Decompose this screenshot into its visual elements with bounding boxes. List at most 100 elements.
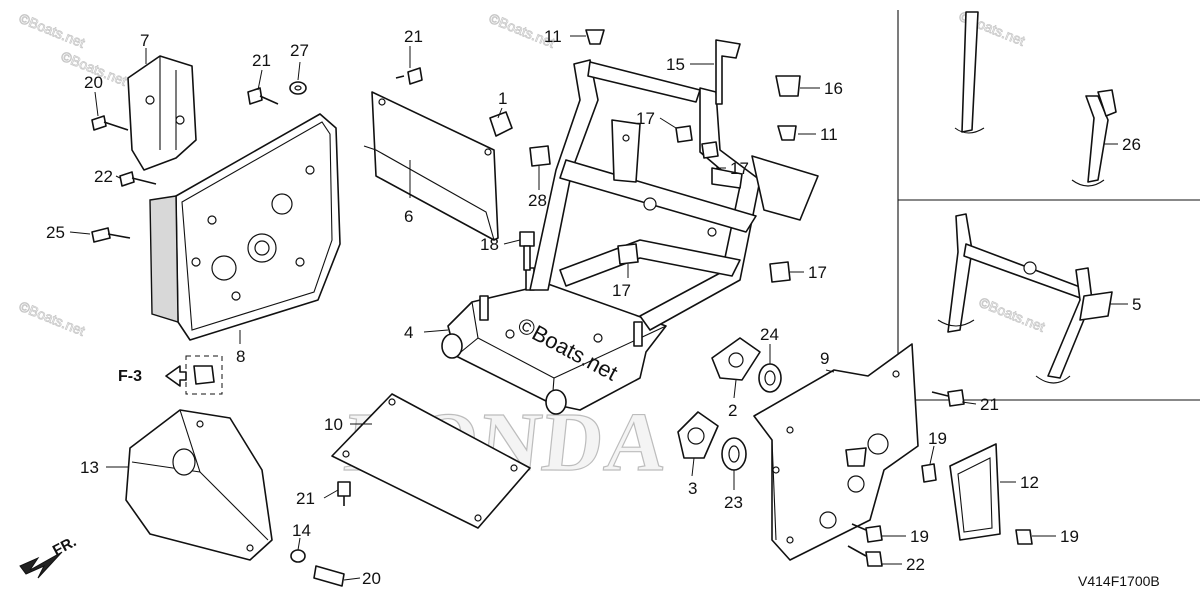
frame-center-plate — [611, 119, 641, 183]
inset-frame-left-tube — [947, 213, 973, 333]
part-4-base-frame — [441, 267, 667, 415]
bolt-19 — [851, 523, 883, 543]
callout-18: 18 — [480, 235, 499, 254]
bolt-19 — [1015, 529, 1033, 545]
nut-18 — [519, 231, 535, 247]
clip-1 — [489, 111, 513, 137]
callout-10: 10 — [324, 415, 343, 434]
callout-11: 11 — [544, 27, 562, 46]
callout-17: 17 — [808, 263, 827, 282]
bolt-21 — [247, 87, 279, 105]
fitting-25 — [91, 227, 131, 243]
bolt-21-lower — [337, 481, 351, 506]
callout-27: 27 — [290, 41, 309, 60]
bolt-21-right — [931, 389, 965, 407]
callout-19: 19 — [928, 429, 947, 448]
callout-15: 15 — [666, 55, 685, 74]
callout-24: 24 — [760, 325, 779, 344]
part-clip-f3 — [185, 355, 223, 395]
part-6-bracket-plate — [363, 91, 499, 241]
callout-19: 19 — [1060, 527, 1079, 546]
callout-14: 14 — [292, 521, 311, 540]
watermark: ©Boats.net — [17, 10, 88, 51]
callout-9: 9 — [820, 349, 829, 368]
callout-23: 23 — [724, 493, 743, 512]
callout-19: 19 — [910, 527, 929, 546]
leader-lines — [69, 35, 1128, 581]
callout-6: 6 — [404, 207, 413, 226]
cable-tie-15 — [715, 39, 741, 105]
plug-11 — [585, 29, 605, 45]
callout-17: 17 — [636, 109, 655, 128]
bolt-20 — [91, 115, 129, 131]
inset-frame — [897, 10, 1200, 401]
frame-side-bracket — [751, 155, 819, 221]
inset-frame-right-tube — [1047, 267, 1093, 379]
callout-20: 20 — [84, 73, 103, 92]
plug-11 — [777, 125, 797, 141]
tube-stub-left — [961, 11, 979, 133]
bolt-21-top — [395, 67, 423, 85]
bolt-22-right — [847, 545, 883, 567]
callout-21: 21 — [252, 51, 271, 70]
callout-1: 1 — [498, 89, 507, 108]
washer-14 — [290, 549, 306, 563]
part-13-engine-shroud — [125, 409, 273, 561]
callout-22-right: 22 — [906, 555, 925, 574]
callout-21-right: 21 — [980, 395, 999, 414]
callout-22: 22 — [94, 167, 113, 186]
cover-side-face — [149, 195, 179, 323]
part-7-bracket — [127, 55, 197, 171]
stud — [633, 321, 643, 347]
ref-arrow-icon — [165, 365, 187, 387]
part-8-cover-plate — [149, 113, 341, 341]
front-arrow-icon — [19, 551, 63, 579]
callout-4: 4 — [404, 323, 413, 342]
inset-panel — [897, 10, 1200, 401]
bolt-19 — [921, 463, 937, 483]
front-direction: FR. — [19, 533, 79, 579]
callout-21-lower: 21 — [296, 489, 315, 508]
callout-21-top: 21 — [404, 27, 423, 46]
f3-reference: F-3 — [118, 365, 187, 387]
callout-20-lower: 20 — [362, 569, 381, 588]
pad-17 — [769, 261, 791, 283]
callout-7: 7 — [140, 31, 149, 50]
callout-3: 3 — [688, 479, 697, 498]
callout-26: 26 — [1122, 135, 1141, 154]
frame-lower-bar — [559, 239, 741, 287]
part-9-side-plate — [753, 343, 919, 561]
bolt-20-lower — [313, 565, 345, 587]
frame-clamp — [711, 167, 743, 189]
main-handle-frame — [529, 59, 819, 331]
callout-13: 13 — [80, 458, 99, 477]
stud — [479, 295, 489, 321]
watermark: ©Boats.net — [17, 298, 88, 339]
part-10-skirt-plate — [331, 393, 531, 529]
fasteners-right — [847, 389, 1033, 567]
part-26-upper-tube — [1085, 95, 1109, 183]
callout-2: 2 — [728, 401, 737, 420]
pad-17 — [675, 125, 693, 143]
callout-25: 25 — [46, 223, 65, 242]
front-label: FR. — [50, 533, 79, 559]
ref-label: F-3 — [118, 368, 142, 385]
frame-top-bar — [587, 61, 701, 103]
pad-28 — [529, 145, 551, 167]
fasteners-left — [91, 81, 307, 243]
callout-5: 5 — [1132, 295, 1141, 314]
part-5-bracket — [1079, 291, 1113, 321]
part-12-cover — [949, 443, 1001, 541]
callout-8: 8 — [236, 347, 245, 366]
pad-17 — [701, 141, 719, 159]
callout-12: 12 — [1020, 473, 1039, 492]
callout-28: 28 — [528, 191, 547, 210]
clamp-16 — [775, 75, 801, 97]
callout-16: 16 — [824, 79, 843, 98]
small-parts-center — [489, 29, 801, 283]
frame-mid-bar — [559, 159, 757, 233]
callout-17: 17 — [730, 159, 749, 178]
bearings — [677, 337, 782, 471]
